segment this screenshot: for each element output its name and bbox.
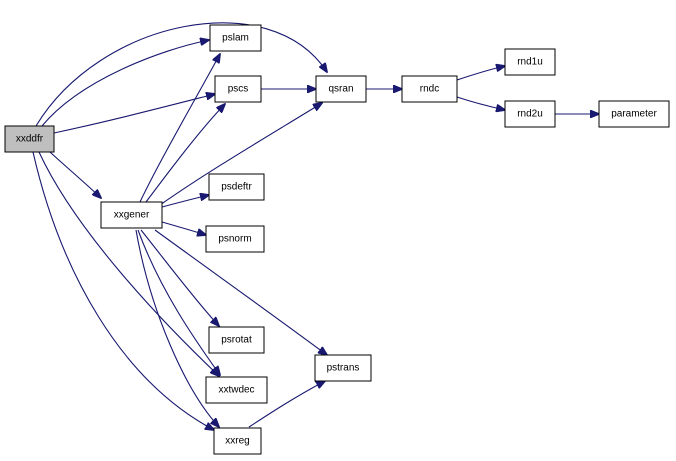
node-xxddfr[interactable]: xxddfr — [4, 125, 55, 153]
node-label: xxgener — [114, 210, 150, 221]
node-label: pstrans — [327, 363, 360, 374]
edge-xxddfr-xxgener — [49, 151, 101, 198]
node-psnorm[interactable]: psnorm — [205, 225, 265, 253]
node-label: xxddfr — [16, 134, 44, 145]
edge-xxgener-xxtwdec — [137, 229, 220, 375]
node-label: psnorm — [218, 234, 251, 245]
edge-xxgener-qsran — [159, 103, 322, 206]
node-qsran[interactable]: qsran — [315, 75, 367, 103]
node-label: psdeftr — [221, 182, 252, 193]
node-rnd1u[interactable]: rnd1u — [504, 48, 556, 76]
node-rndc[interactable]: rndc — [401, 75, 458, 103]
edge-xxreg-pstrans — [248, 381, 325, 428]
edge-xxddfr-pslam — [41, 40, 209, 127]
edge-xxgener-xxreg — [135, 229, 219, 427]
edge-xxddfr-xxreg — [32, 151, 214, 430]
edge-xxddfr-xxtwdec — [38, 151, 219, 376]
node-xxgener[interactable]: xxgener — [100, 201, 163, 229]
node-pstrans[interactable]: pstrans — [314, 354, 372, 382]
node-pslam[interactable]: pslam — [209, 24, 262, 52]
node-psrotat[interactable]: psrotat — [208, 326, 265, 354]
node-label: parameter — [611, 109, 657, 120]
node-label: rnd1u — [517, 57, 543, 68]
node-label: qsran — [328, 84, 353, 95]
edge-xxgener-psrotat — [140, 229, 219, 326]
edge-rndc-rnd1u — [456, 66, 505, 81]
edge-xxgener-pscs — [145, 104, 225, 203]
node-label: xxreg — [225, 436, 249, 447]
node-label: psrotat — [221, 335, 252, 346]
edge-xxgener-pslam — [139, 54, 220, 203]
edge-xxgener-psnorm — [161, 221, 206, 235]
node-label: rndc — [420, 84, 439, 95]
edge-xxddfr-pscs — [53, 94, 215, 134]
edge-rndc-rnd2u — [456, 96, 505, 110]
node-xxtwdec[interactable]: xxtwdec — [205, 376, 268, 404]
edge-xxddfr-qsran — [35, 22, 327, 127]
edge-xxgener-pstrans — [154, 229, 327, 355]
node-label: rnd2u — [517, 109, 543, 120]
edges — [32, 22, 599, 430]
edge-xxgener-psdeftr — [161, 195, 209, 208]
node-label: pscs — [228, 84, 249, 95]
nodes: xxddfr pslam pscs qsran rndc rnd1u rnd2u — [4, 24, 670, 455]
node-rnd2u[interactable]: rnd2u — [504, 100, 556, 128]
node-psdeftr[interactable]: psdeftr — [208, 173, 265, 201]
node-parameter[interactable]: parameter — [598, 100, 670, 128]
node-pscs[interactable]: pscs — [214, 75, 262, 103]
node-label: pslam — [222, 33, 249, 44]
node-xxreg[interactable]: xxreg — [213, 427, 262, 455]
node-label: xxtwdec — [218, 385, 254, 396]
